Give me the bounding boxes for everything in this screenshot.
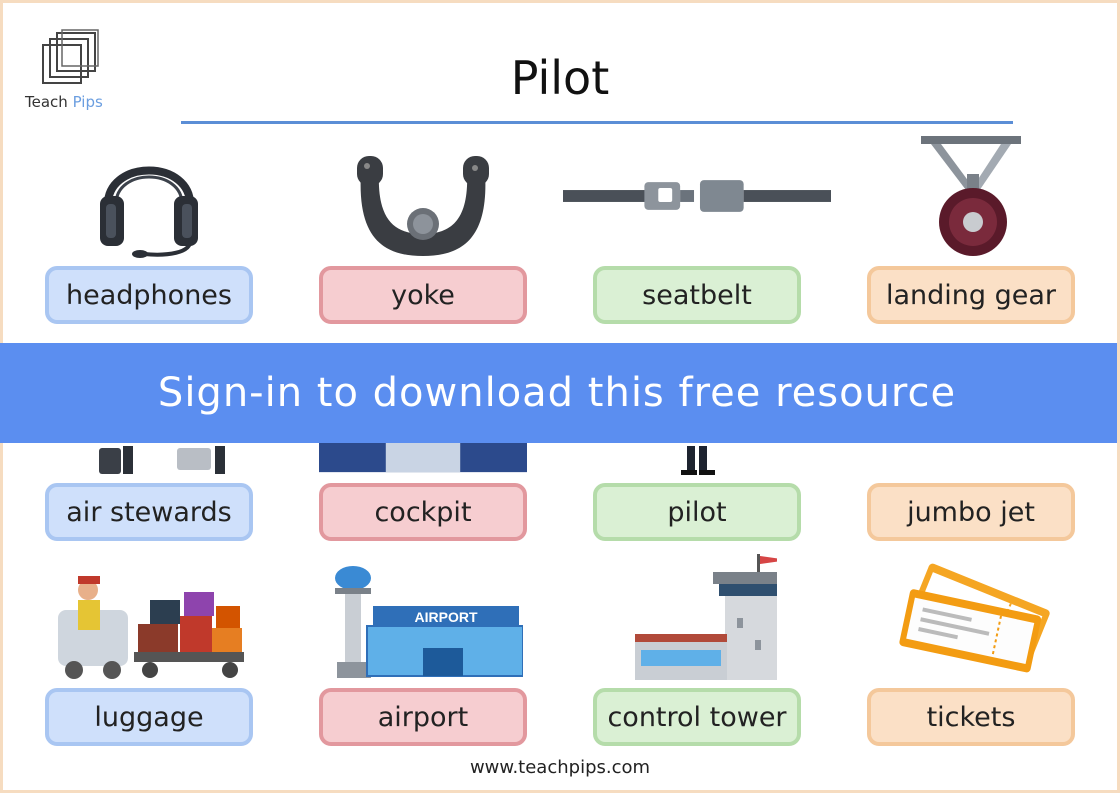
card-label: airport: [319, 688, 527, 746]
tickets-image: [899, 563, 1050, 673]
footer-url[interactable]: www.teachpips.com: [469, 757, 651, 778]
card-label: seatbelt: [593, 266, 801, 324]
card-luggage: luggage: [45, 555, 253, 746]
landing-gear-icon: [921, 136, 1021, 256]
headphones-icon: [100, 166, 198, 258]
card-label: air stewards: [45, 483, 253, 541]
sign-in-banner[interactable]: Sign-in to download this free resource: [0, 343, 1117, 443]
teach-pips-logo: Teach Pips: [25, 29, 125, 111]
card-yoke: yoke: [319, 133, 527, 324]
logo-pips: Pips: [72, 93, 103, 111]
card-pilot: pilot: [593, 350, 801, 541]
air-stewards-image: [99, 350, 229, 474]
card-label: cockpit: [319, 483, 527, 541]
page-title: Pilot: [510, 51, 610, 105]
card-seatbelt: seatbelt: [563, 133, 831, 324]
card-label: landing gear: [867, 266, 1075, 324]
airport-sign: AIRPORT: [415, 609, 478, 625]
card-tickets: tickets: [867, 555, 1075, 746]
title-underline: [181, 121, 1013, 124]
card-label: headphones: [45, 266, 253, 324]
card-label: tickets: [867, 688, 1075, 746]
yoke-icon: [357, 156, 489, 256]
card-air-stewards: air stewards: [45, 350, 253, 541]
luggage-image: [58, 576, 244, 679]
airport-image: AIRPORT: [335, 566, 523, 678]
logo-text: Teach Pips: [25, 93, 125, 111]
logo-teach: Teach: [25, 93, 68, 111]
card-jumbo-jet: jumbo jet: [867, 350, 1075, 541]
card-landing-gear: landing gear: [867, 133, 1075, 324]
card-label: jumbo jet: [867, 483, 1075, 541]
card-label: luggage: [45, 688, 253, 746]
seatbelt-icon: [563, 179, 831, 212]
card-label: control tower: [593, 688, 801, 746]
pilot-image: [681, 446, 715, 475]
card-label: yoke: [319, 266, 527, 324]
logo-squares-icon: [42, 29, 99, 84]
control-tower-image: [635, 554, 777, 680]
card-airport: AIRPORT airport: [319, 555, 527, 746]
card-headphones: headphones: [45, 133, 253, 324]
card-control-tower: control tower: [593, 554, 801, 746]
card-label: pilot: [593, 483, 801, 541]
